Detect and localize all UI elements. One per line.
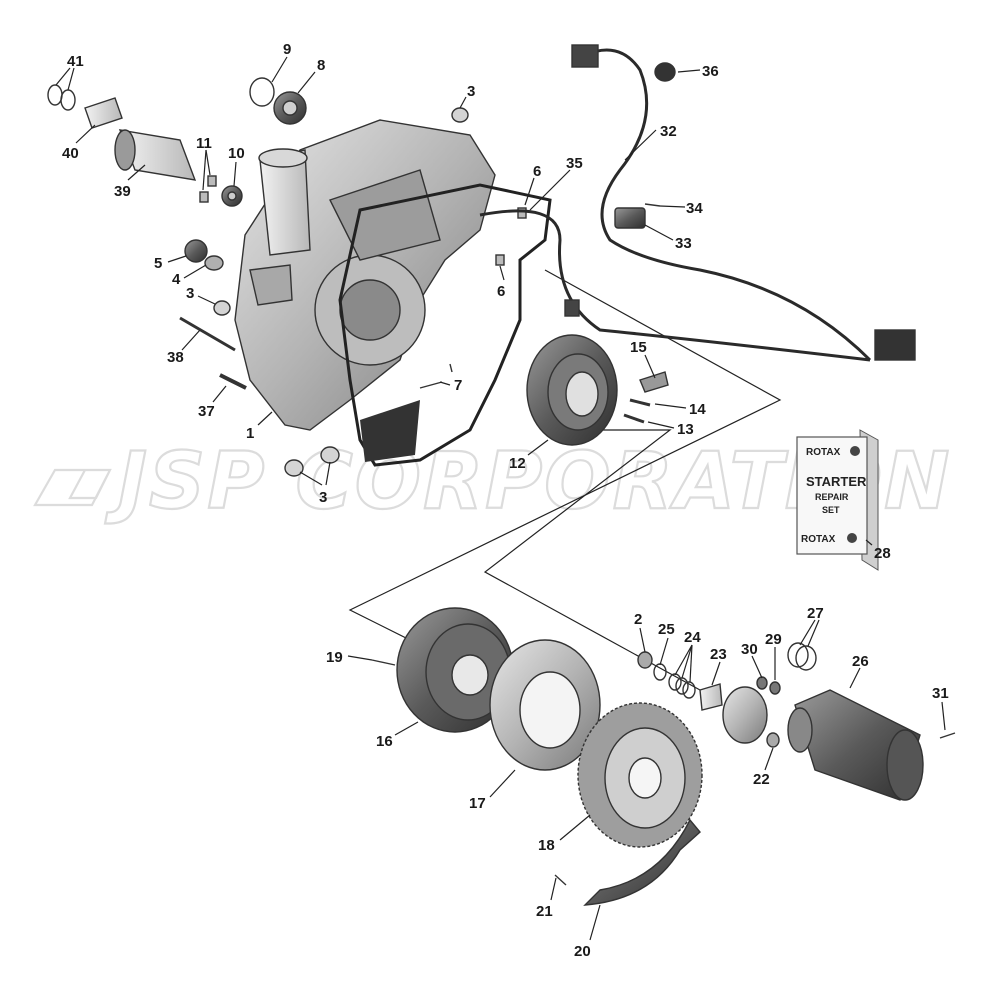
shaft-39 xyxy=(114,129,197,181)
callout-3-bottom: 3 xyxy=(319,489,327,506)
kit-brand-bottom: ROTAX xyxy=(801,534,836,545)
bushing-22 xyxy=(766,732,780,748)
idler-gear xyxy=(722,686,768,744)
callout-14: 14 xyxy=(689,401,706,418)
callout-8: 8 xyxy=(317,57,325,74)
callout-38: 38 xyxy=(167,349,184,366)
callout-32: 32 xyxy=(660,123,677,140)
callout-10: 10 xyxy=(228,145,245,162)
callout-39: 39 xyxy=(114,183,131,200)
callout-37: 37 xyxy=(198,403,215,420)
washer-4 xyxy=(204,255,224,271)
callout-23: 23 xyxy=(710,646,727,663)
stator-bolts-13-14 xyxy=(623,398,651,424)
gasket-lower-section xyxy=(360,400,420,462)
bolt-21 xyxy=(554,874,567,886)
callout-3-top: 3 xyxy=(467,83,475,100)
seal-5 xyxy=(184,239,208,263)
spring-29-30 xyxy=(756,676,781,695)
callout-1: 1 xyxy=(246,425,254,442)
shaft-23 xyxy=(699,683,723,711)
callout-36: 36 xyxy=(702,63,719,80)
bracket-15 xyxy=(639,371,669,393)
callout-leaders xyxy=(55,56,946,941)
callout-18: 18 xyxy=(538,837,555,854)
bolt-34 xyxy=(644,203,661,207)
wiring-harness-32 xyxy=(479,44,916,362)
screw-7 xyxy=(419,363,453,389)
o-rings-27 xyxy=(787,642,817,671)
callout-3-left: 3 xyxy=(186,285,194,302)
bushing-2 xyxy=(637,651,653,669)
ring-gear-18 xyxy=(577,702,703,848)
dowels-6 xyxy=(495,207,527,266)
callout-17: 17 xyxy=(469,795,486,812)
callout-11: 11 xyxy=(196,135,212,152)
callout-13: 13 xyxy=(677,421,694,438)
starter-motor-26 xyxy=(787,689,924,801)
rotor-16 xyxy=(396,607,514,733)
sleeve-40 xyxy=(84,97,123,129)
callout-4: 4 xyxy=(172,271,181,288)
kit-logo-bottom-icon xyxy=(847,533,857,543)
callout-30: 30 xyxy=(741,641,758,658)
callout-26: 26 xyxy=(852,653,869,670)
callout-25: 25 xyxy=(658,621,675,638)
callout-29: 29 xyxy=(765,631,782,648)
bolt-31 xyxy=(939,732,956,739)
callout-16: 16 xyxy=(376,733,393,750)
callout-6-bottom: 6 xyxy=(497,283,505,300)
callout-20: 20 xyxy=(574,943,591,960)
callout-27: 27 xyxy=(807,605,824,622)
grommet-36 xyxy=(654,62,676,82)
callout-35: 35 xyxy=(566,155,583,172)
callout-40: 40 xyxy=(62,145,79,162)
retaining-rings-41 xyxy=(47,84,76,111)
callout-labels: 41 40 39 9 8 3 11 10 5 4 3 38 37 1 3 6 3… xyxy=(62,41,949,960)
callout-7: 7 xyxy=(454,377,462,394)
callout-21: 21 xyxy=(536,903,553,920)
starter-repair-set-28: ROTAX STARTER REPAIR SET ROTAX xyxy=(796,429,879,571)
watermark-logo-icon xyxy=(33,468,112,507)
callout-24: 24 xyxy=(684,629,701,646)
callout-9: 9 xyxy=(283,41,291,58)
sensor-33 xyxy=(614,207,646,229)
callout-12: 12 xyxy=(509,455,526,472)
callout-22: 22 xyxy=(753,771,770,788)
assembly-line-right xyxy=(483,429,701,691)
cover-20 xyxy=(583,818,701,906)
kit-brand-top: ROTAX xyxy=(806,447,841,458)
bearing-10 xyxy=(221,185,243,207)
pins-11 xyxy=(199,175,217,203)
circlip-9 xyxy=(249,77,275,107)
callout-19: 19 xyxy=(326,649,343,666)
callout-33: 33 xyxy=(675,235,692,252)
washer-25 xyxy=(653,663,667,681)
kit-logo-top-icon xyxy=(850,446,860,456)
callout-6-top: 6 xyxy=(533,163,541,180)
callout-28: 28 xyxy=(874,545,891,562)
kit-line-1: STARTER xyxy=(806,474,867,489)
callout-15: 15 xyxy=(630,339,647,356)
bolts-38-37 xyxy=(179,316,247,390)
kit-line-2: REPAIR xyxy=(815,492,849,502)
sprag-clutch-17 xyxy=(489,639,601,771)
gasket xyxy=(338,183,552,467)
bearing-8 xyxy=(273,91,307,125)
dowel-3 xyxy=(213,107,469,477)
kit-line-3: SET xyxy=(822,505,840,515)
callout-5: 5 xyxy=(154,255,162,272)
stator-12 xyxy=(526,334,618,446)
callout-31: 31 xyxy=(932,685,949,702)
callout-34: 34 xyxy=(686,200,703,217)
bolt-19 xyxy=(371,659,396,666)
callout-2: 2 xyxy=(634,611,642,628)
callout-41: 41 xyxy=(67,53,84,70)
